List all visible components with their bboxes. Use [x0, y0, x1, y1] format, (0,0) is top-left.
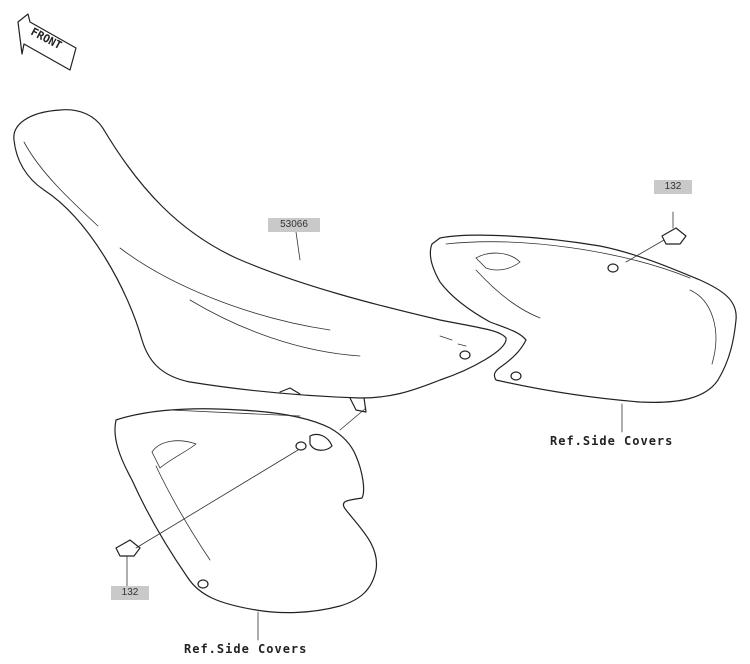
- front-arrow-icon: FRONT: [17, 13, 77, 71]
- side-cover-right: [429, 234, 737, 403]
- side-cover-left: [114, 407, 378, 614]
- seat: [13, 109, 507, 413]
- ref-side-covers-left[interactable]: Ref.Side Covers: [184, 642, 308, 656]
- bolt-upper: [625, 211, 687, 263]
- ref-side-covers-right[interactable]: Ref.Side Covers: [550, 434, 674, 448]
- bolt-lower: [115, 449, 299, 587]
- part-number-bolt-lower: 132: [111, 586, 149, 600]
- part-number-seat: 53066: [268, 218, 320, 232]
- leader-seat: [295, 231, 301, 261]
- part-number-bolt-upper: 132: [654, 180, 692, 194]
